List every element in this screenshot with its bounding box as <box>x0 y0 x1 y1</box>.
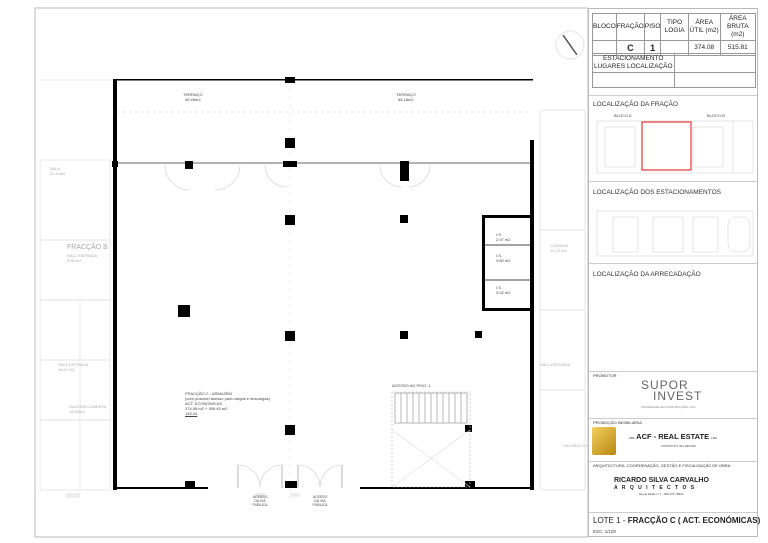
floor-plan <box>34 7 588 538</box>
location-fraction-map <box>596 120 754 174</box>
doors <box>164 164 431 488</box>
architect-sub: A R Q U I T E C T O S <box>614 485 696 491</box>
info-header-cell: FRAÇÃO <box>615 13 645 41</box>
architect-address: Rua da Mirada n.º 1 · 1380-275 LISBOA <box>639 493 684 496</box>
column <box>285 77 295 83</box>
localizacao-header: LOCALIZAÇÃO <box>627 63 673 70</box>
sheet-title: LOTE 1 - FRACÇÃO C ( ACT. ECONÓMICAS) <box>593 516 761 525</box>
access-2-label: ACESSO DA VIA PÚBLICA <box>312 495 328 507</box>
column <box>285 481 297 488</box>
architecture-label: ARQUITECTURA, COORDENAÇÃO, GESTÃO E FISC… <box>593 463 731 468</box>
is-1-label: I.S.2.97 m2 <box>496 232 511 242</box>
column <box>465 481 475 488</box>
lugares-header: LUGARES <box>593 63 626 70</box>
info-header-cell: PISO <box>643 13 662 41</box>
info-header-cell: BLOCO <box>592 13 617 41</box>
promotion-label: PROMOÇÃO IMOBILIÁRIA <box>593 420 642 425</box>
walls <box>113 79 534 490</box>
access-1-label: ACESSO DA VIA PÚBLICA <box>252 495 268 507</box>
location-fraction-title: LOCALIZAÇÃO DA FRAÇÃO <box>593 101 678 108</box>
column <box>185 481 195 488</box>
neighbour-plan-right <box>539 109 586 491</box>
architect-name: RICARDO SILVA CARVALHO <box>614 477 709 484</box>
fraction-highlight <box>641 121 692 171</box>
info-header-cell: TIPO LOGIA <box>660 13 689 41</box>
info-header-cell: ÁREA ÚTIL (m2) <box>687 13 721 41</box>
hall-right-label: HALL ENTRADA <box>540 362 571 367</box>
column <box>112 161 118 167</box>
bloco-b-label: BLOCO B <box>707 113 725 118</box>
column <box>285 425 295 435</box>
acf-name: AMI ACF - REAL ESTATE LDA <box>629 432 718 441</box>
column <box>285 215 295 225</box>
column <box>285 331 295 341</box>
fraction-c-label: FRACÇÃO C - ARMAZÉM(com possível acesso … <box>185 391 270 416</box>
north-arrow-icon <box>555 30 585 60</box>
columns <box>112 77 482 488</box>
location-parking-map <box>596 210 754 257</box>
column <box>285 138 295 148</box>
galeria-right-label: GALERIA COB. <box>563 443 592 448</box>
column <box>400 161 409 181</box>
is-3-label: I.S.3.02 m2 <box>496 285 511 295</box>
fraction-b-label: FRACÇÃO B <box>67 244 108 251</box>
column <box>400 331 408 339</box>
column <box>475 331 482 338</box>
acf-contact: CONTACTO: 911 000 000 <box>661 444 696 448</box>
location-storage-title: LOCALIZAÇÃO DA ARRECADAÇÃO <box>593 271 701 278</box>
drawing-frame <box>34 7 588 538</box>
bloco-a-label: BLOCO A <box>614 113 632 118</box>
parking-header: ESTACIONAMENTO <box>603 55 664 62</box>
location-parking-title: LOCALIZAÇÃO DOS ESTACIONAMENTOS <box>593 189 721 196</box>
neighbour-plan-left <box>39 159 111 491</box>
promoter-label: PROMOTOR <box>593 373 617 378</box>
bottom-openings <box>237 465 343 488</box>
stair-label: ACESSO AO PISO -1 <box>392 383 431 388</box>
column <box>465 425 472 432</box>
column <box>185 161 193 169</box>
stair-access <box>391 391 471 488</box>
info-header-cell: ÁREA BRUTA (m2) <box>719 13 757 41</box>
sheet-scale: ESC. 1/100 <box>593 529 617 534</box>
column <box>178 305 190 317</box>
is-2-label: I.S.3.60 m2 <box>496 253 511 263</box>
acf-key-badge-icon <box>592 427 616 455</box>
column <box>400 215 408 223</box>
column <box>283 161 297 167</box>
